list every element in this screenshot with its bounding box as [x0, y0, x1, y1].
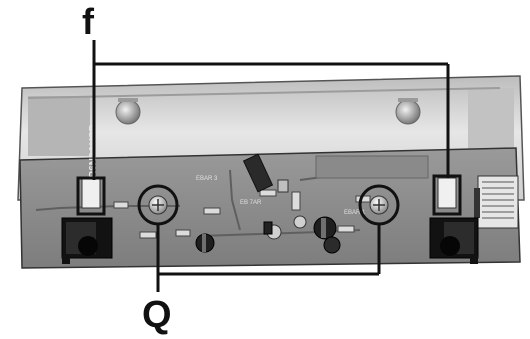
ic-chip [242, 153, 274, 193]
board-marking-label: EBAR 3 [196, 176, 218, 182]
callout-f-leaders [76, 40, 462, 216]
electrolytic-capacitor [323, 236, 341, 254]
chassis-hole-right [395, 99, 421, 125]
resistor [337, 225, 355, 233]
ribbon-connector [474, 175, 519, 229]
board-tab-left [81, 177, 101, 209]
resistor [291, 191, 301, 211]
screw-left [148, 195, 168, 215]
capacitor-small [277, 179, 289, 193]
chassis-hole-left [115, 99, 141, 125]
resistor [259, 189, 277, 197]
resistor [203, 207, 221, 215]
callout-q-leaders [137, 184, 400, 292]
capacitor-small [263, 221, 273, 235]
resistor [139, 231, 157, 239]
callout-f-box-right [432, 174, 462, 216]
capacitor-small [293, 215, 307, 229]
audio-jack-right [429, 217, 479, 264]
screw-right [369, 195, 389, 215]
callout-f-box-left [76, 176, 106, 216]
board-marking-label: EB 7AR [240, 200, 262, 206]
callout-label-f: f [82, 1, 94, 42]
callout-label-q: Q [142, 294, 172, 336]
board-marking-label: EBAR 1 [344, 210, 366, 216]
resistor [175, 229, 191, 237]
audio-jack-left [61, 217, 113, 264]
resistor [113, 201, 129, 209]
board-tab-right [437, 177, 457, 209]
